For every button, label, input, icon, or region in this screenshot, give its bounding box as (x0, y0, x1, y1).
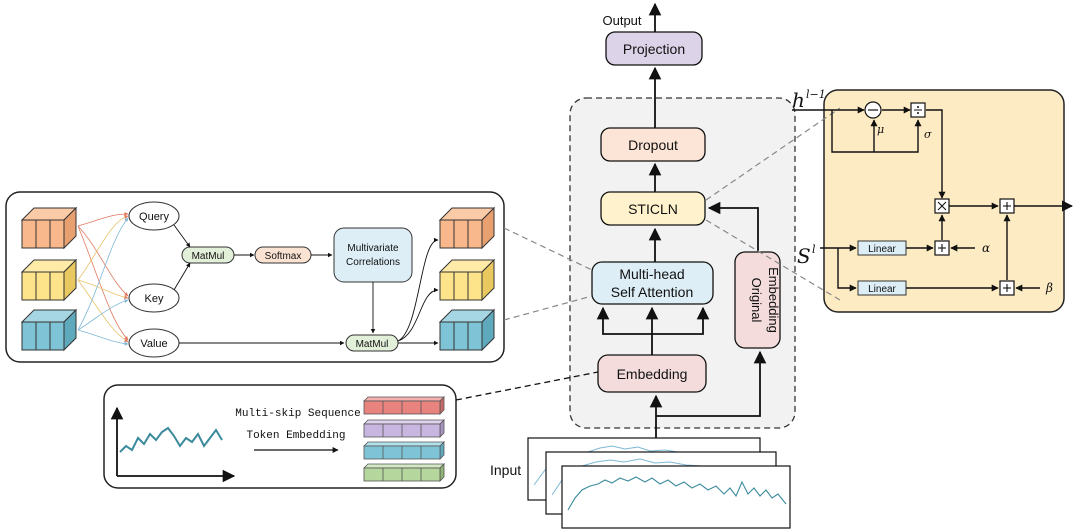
linear-beta-block (857, 280, 907, 296)
input-cube-orange (20, 206, 78, 250)
softmax-label: Softmax (265, 251, 302, 262)
token-bar-green (363, 463, 445, 482)
attention-detail-panel (5, 191, 505, 363)
norm-h-paths (792, 106, 946, 199)
plus-icon (938, 244, 946, 252)
embedding-text-line2: Token Embedding (246, 430, 345, 442)
input-cube-blue (20, 308, 78, 352)
input-series-stack (527, 437, 791, 529)
attention-label-line2: Self Attention (611, 284, 694, 300)
projection-block (605, 31, 703, 66)
original-embedding-line1: Original (749, 278, 764, 323)
sticln-label: STICLN (628, 201, 678, 217)
attention-zoom-connector-top (503, 227, 593, 271)
embedding-text-line1: Multi-skip Sequence (235, 408, 360, 420)
linear-bottom-label: Linear (868, 284, 896, 295)
divide-icon (914, 106, 922, 114)
output-cube-blue (438, 308, 496, 352)
sigma-symbol: σ (924, 128, 932, 141)
qk-to-matmul-arrows (173, 224, 191, 291)
sticln-block (600, 191, 706, 226)
h-symbol: h (792, 88, 805, 112)
embedding-label: Embedding (617, 366, 688, 382)
projection-label: Projection (623, 41, 685, 57)
linear-top-label: Linear (868, 244, 896, 255)
original-embedding-to-sticln-arrow (707, 201, 759, 252)
cube-to-qkv-links (77, 212, 129, 346)
embedding-to-attention-arrows (596, 306, 710, 355)
input-cube-yellow (20, 258, 78, 302)
correlations-label-line2: Correlations (346, 257, 400, 268)
norm-s-paths (820, 214, 1040, 292)
embedding-zoom-connector (455, 371, 599, 401)
token-bar-purple (363, 419, 445, 438)
plus-icon (1003, 202, 1011, 210)
token-bar-red (363, 396, 445, 415)
original-embedding-line2: Embedding (766, 267, 781, 333)
h-superscript: l−1 (806, 88, 826, 101)
s-symbol: S (797, 244, 811, 268)
alpha-symbol: α (982, 241, 990, 255)
attention-label-line1: Multi-head (619, 266, 684, 282)
input-to-embedding-arrows (649, 350, 767, 440)
attention-zoom-connector-bottom (503, 295, 593, 321)
matmul-bottom-label: MatMul (356, 339, 389, 350)
multiply-icon (937, 201, 947, 211)
token-bar-blue (363, 441, 445, 460)
linear-alpha-block (857, 240, 907, 256)
value-label: Value (140, 338, 167, 350)
key-label: Key (145, 293, 164, 305)
multi-head-attention-block (591, 261, 714, 305)
output-label: Output (602, 13, 641, 28)
query-node (128, 201, 180, 231)
input-label: Input (490, 462, 521, 478)
norm-zoom-connector-bottom (705, 219, 841, 301)
plus-icon (1003, 284, 1011, 292)
mu-symbol: μ (877, 123, 884, 136)
output-cube-orange (438, 206, 496, 250)
key-node (128, 283, 180, 313)
multivariate-correlations-node (333, 227, 413, 283)
series-plot-line (119, 426, 223, 453)
matmul-top-label: MatMul (192, 251, 225, 262)
beta-symbol: β (1045, 281, 1053, 295)
series-plot-axes (110, 406, 236, 483)
dropout-label: Dropout (628, 137, 678, 153)
correlations-label-line1: Multivariate (347, 243, 399, 254)
norm-zoom-connector-top (705, 107, 841, 201)
query-label: Query (139, 211, 169, 223)
matmul-to-output-cubes (397, 237, 439, 346)
dropout-block (600, 127, 706, 162)
s-superscript: l (812, 243, 816, 256)
output-cube-yellow (438, 258, 496, 302)
